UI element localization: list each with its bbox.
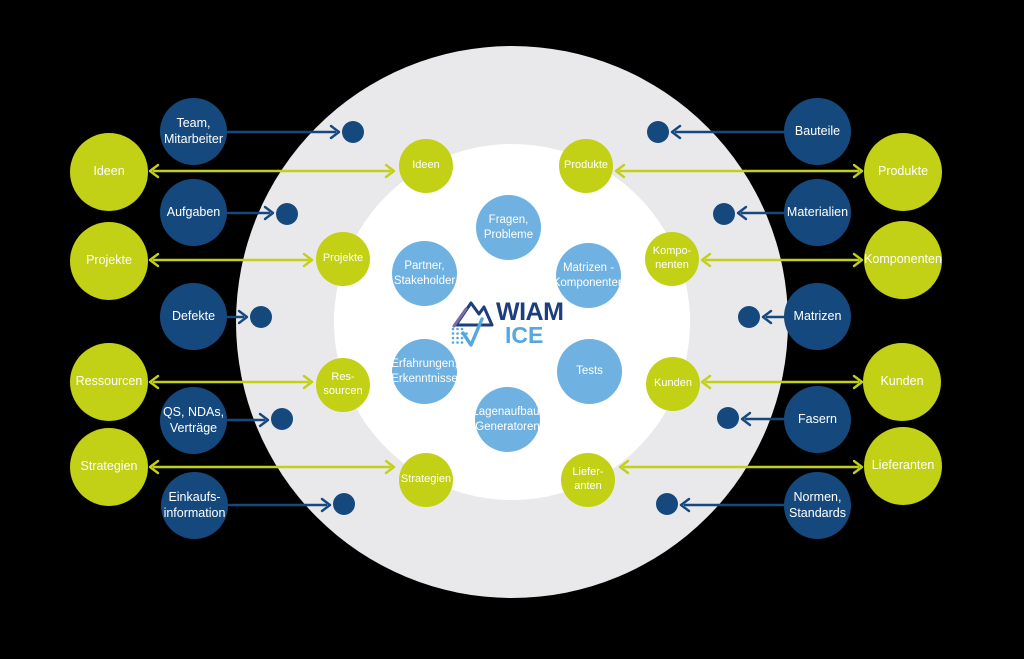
ring-produkte: Produkte — [559, 139, 613, 193]
node-right-produkte: Produkte — [864, 133, 942, 211]
core-lagenaufbau-generatoren: Lagenaufbau, Generatoren — [472, 387, 543, 452]
node-materialien: Materialien — [784, 179, 851, 246]
logo-text-ice: ICE — [505, 322, 544, 348]
node-qs-ndas-vertraege: QS, NDAs, Verträge — [160, 387, 227, 454]
node-fasern: Fasern — [784, 386, 851, 453]
node-defekte: Defekte — [160, 283, 227, 350]
mountain-icon — [451, 301, 494, 347]
node-left-projekte: Projekte — [70, 222, 148, 300]
logo-text-wiam: WIAM — [496, 298, 564, 326]
ring-ressourcen: Res- sourcen — [316, 358, 370, 412]
ring-komponenten: Kompo- nenten — [645, 232, 699, 286]
node-normen-standards: Normen, Standards — [784, 472, 851, 539]
node-matrizen: Matrizen — [784, 283, 851, 350]
node-left-strategien: Strategien — [70, 428, 148, 506]
ring-ideen: Ideen — [399, 139, 453, 193]
node-team-mitarbeiter: Team, Mitarbeiter — [160, 98, 227, 165]
core-partner-stakeholder: Partner, Stakeholder — [392, 241, 457, 306]
node-right-komponenten: Komponenten — [864, 221, 942, 299]
node-right-lieferanten: Lieferanten — [864, 427, 942, 505]
core-tests: Tests — [557, 339, 622, 404]
node-einkaufsinformation: Einkaufs- information — [161, 472, 228, 539]
ring-lieferanten: Liefer- anten — [561, 453, 615, 507]
node-bauteile: Bauteile — [784, 98, 851, 165]
wiam-ice-logo: WIAM ICE — [449, 296, 579, 356]
ring-projekte: Projekte — [316, 232, 370, 286]
ring-kunden: Kunden — [646, 357, 700, 411]
ring-strategien: Strategien — [399, 453, 453, 507]
core-fragen-probleme: Fragen, Probleme — [476, 195, 541, 260]
core-matrizen-komponenten: Matrizen - Komponenten — [553, 243, 624, 308]
node-aufgaben: Aufgaben — [160, 179, 227, 246]
core-erfahrungen-erkenntnisse: Erfahrungen, Erkenntnisse — [391, 339, 458, 404]
node-right-kunden: Kunden — [863, 343, 941, 421]
dot-grid — [451, 327, 468, 344]
node-left-ideen: Ideen — [70, 133, 148, 211]
node-left-ressourcen: Ressourcen — [70, 343, 148, 421]
